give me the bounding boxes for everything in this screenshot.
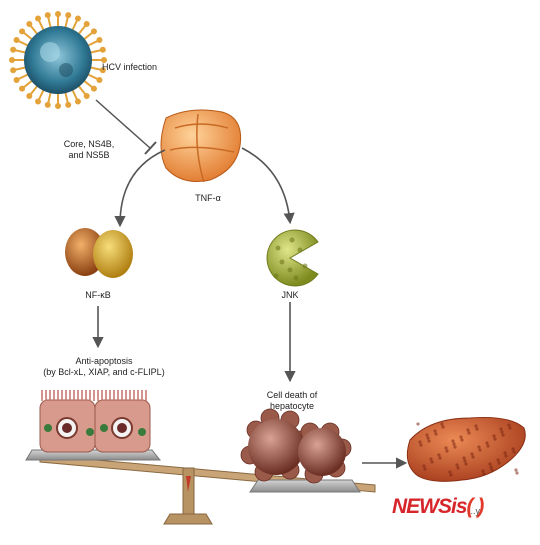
liver-icon bbox=[406, 417, 526, 482]
nfkb-icon bbox=[65, 228, 133, 278]
arrow-tnf-to-nfkb bbox=[114, 149, 166, 228]
label-cell-death-1: Cell death of bbox=[266, 390, 318, 400]
label-core-proteins-1: Core, NS4B, bbox=[63, 139, 115, 149]
label-anti-apoptosis-2: (by Bcl-xL, XIAP, and c-FLIPL) bbox=[43, 367, 165, 377]
label-anti-apoptosis-1: Anti-apoptosis bbox=[75, 356, 133, 366]
label-liver-partial: ...y bbox=[468, 506, 481, 516]
hcv-virus-icon bbox=[9, 11, 107, 109]
arrow-tnf-to-jnk bbox=[241, 147, 295, 225]
label-tnf-alpha: TNF-α bbox=[195, 193, 221, 203]
inhibition-bar bbox=[144, 141, 157, 155]
watermark-news: NEWS bbox=[392, 495, 452, 518]
newsis-watermark: NEWSis( ) bbox=[392, 495, 485, 519]
label-core-proteins-2: and NS5B bbox=[68, 150, 110, 160]
watermark-is: is bbox=[451, 495, 467, 518]
inhibition-line bbox=[95, 99, 151, 149]
jnk-icon bbox=[266, 229, 319, 287]
watermark-paren: ( ) bbox=[466, 495, 485, 518]
label-jnk: JNK bbox=[281, 290, 299, 300]
label-cell-death-2: hepatocyte bbox=[269, 401, 315, 411]
label-nfkb: NF-κB bbox=[85, 290, 111, 300]
tnf-alpha-icon bbox=[160, 109, 242, 183]
anti-apoptosis-cells bbox=[25, 390, 162, 461]
label-hcv-infection: HCV infection bbox=[102, 62, 158, 72]
dead-hepatocytes bbox=[240, 408, 361, 493]
